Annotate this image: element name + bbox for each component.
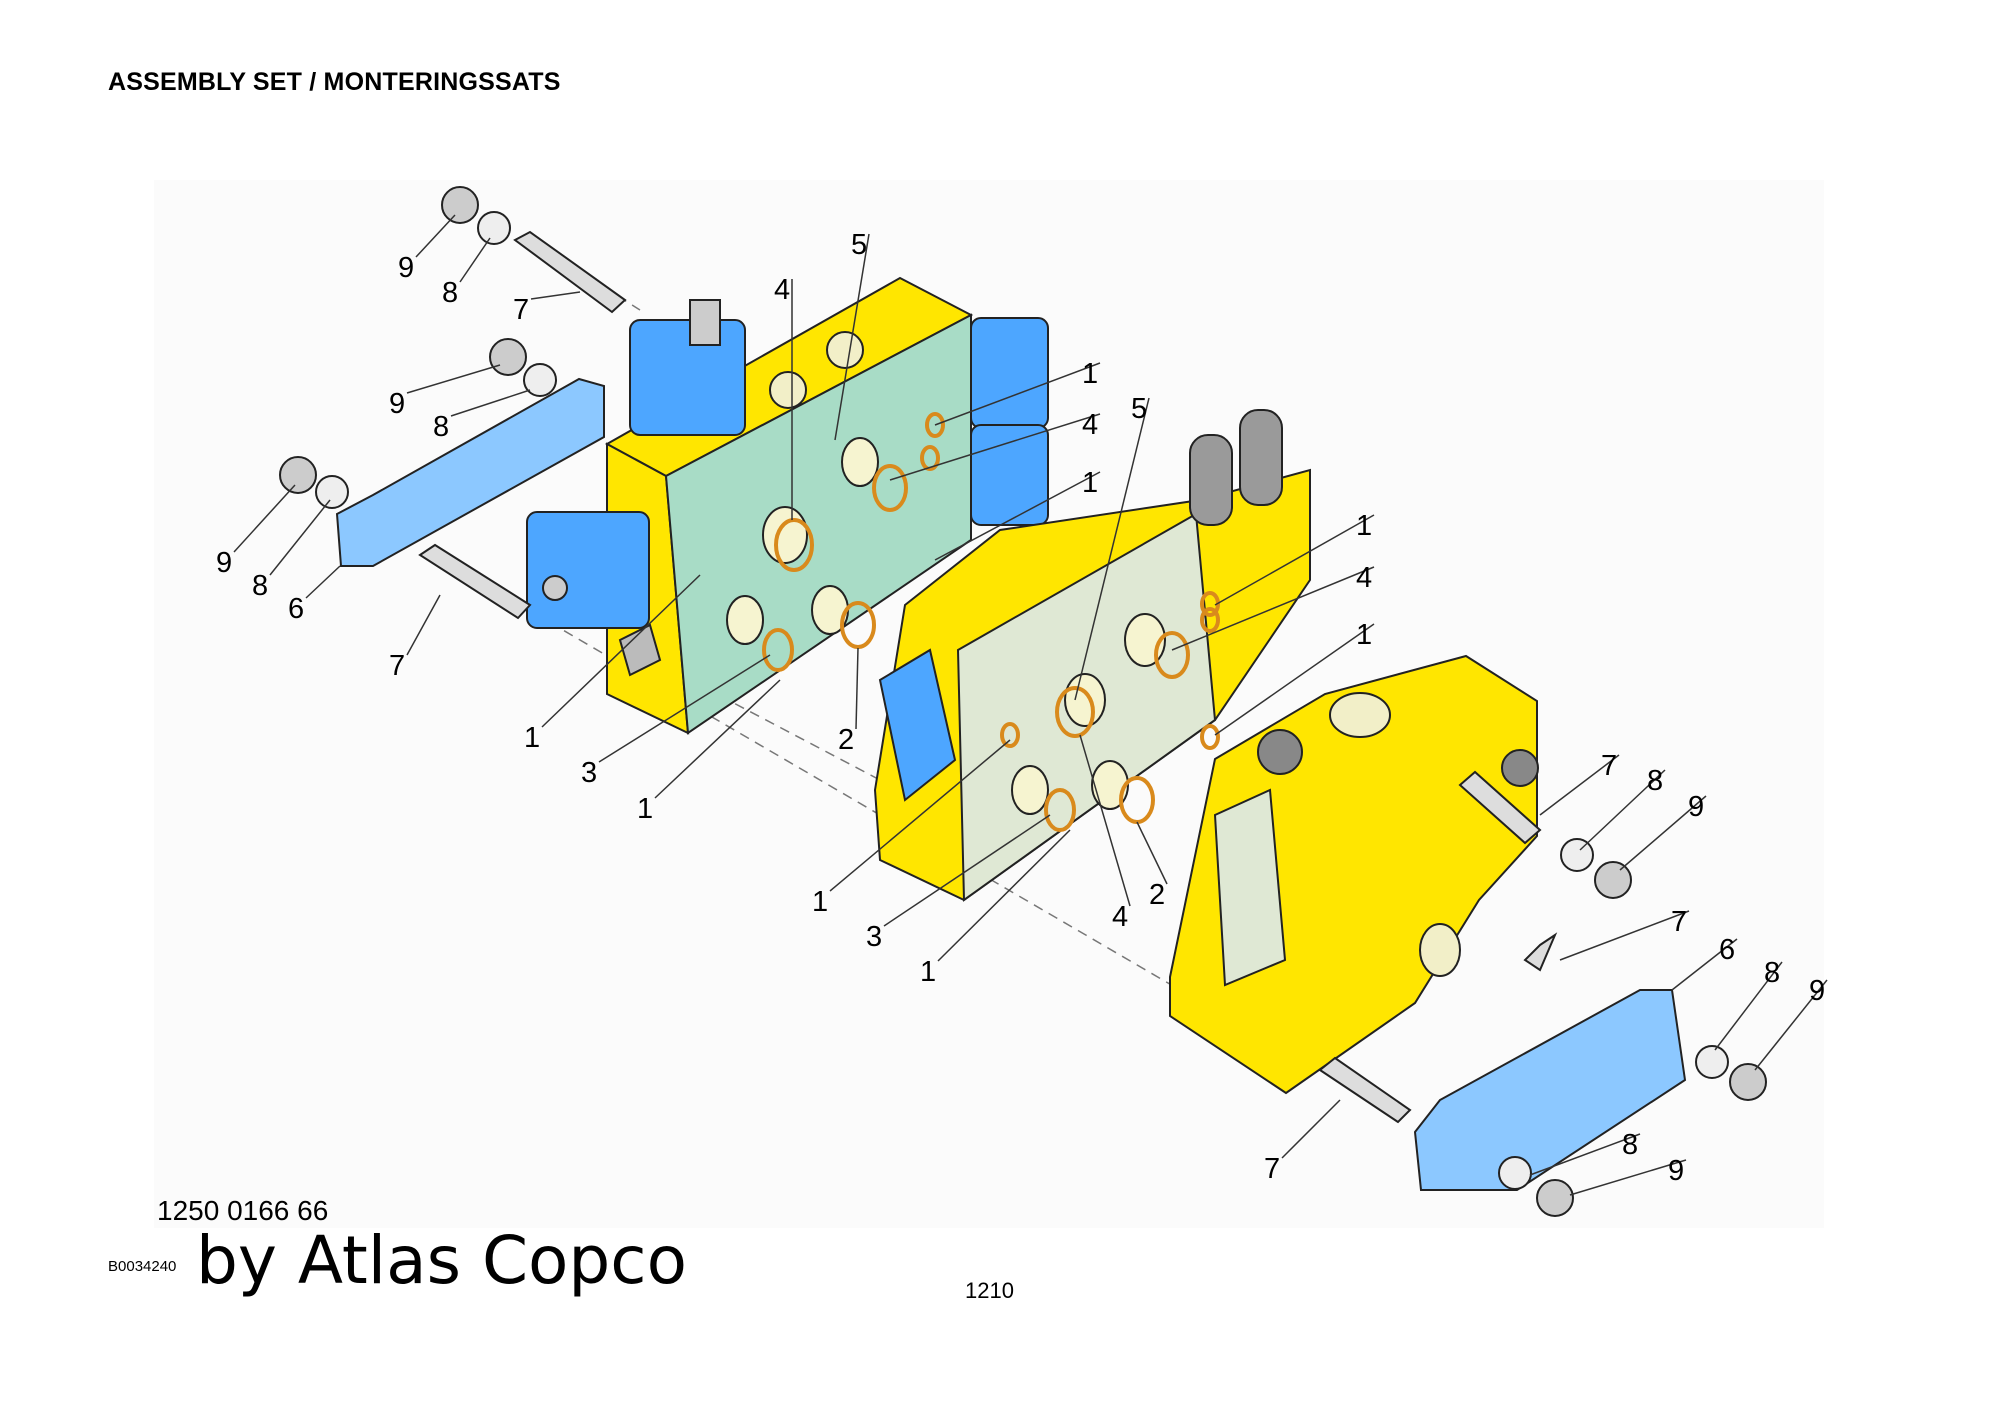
- callout-leader-line: [459, 237, 491, 283]
- callout-leader-line: [829, 739, 1011, 892]
- mounting-bracket: [335, 377, 1687, 1191]
- callout-leader-line: [1281, 1099, 1341, 1159]
- callout-leader-line: [937, 829, 1071, 962]
- callout-leader-line: [1754, 979, 1828, 1071]
- callout-leader-line: [1214, 514, 1375, 606]
- callout-leader-line: [450, 389, 531, 417]
- callout-leader-line: [855, 647, 859, 730]
- callout-leader-line: [233, 484, 296, 553]
- callout-label: 9: [389, 388, 405, 420]
- callout-label: 9: [216, 547, 232, 579]
- callout-leader-line: [1136, 821, 1168, 885]
- callout-leader-line: [1539, 754, 1620, 816]
- callout-leader-line: [1569, 1159, 1687, 1196]
- callout-label: 8: [1622, 1129, 1638, 1161]
- callout-label: 7: [513, 294, 529, 326]
- callout-label: 4: [1082, 409, 1098, 441]
- callout-label: 8: [252, 570, 268, 602]
- callout-leader-line: [406, 364, 501, 394]
- page-title: ASSEMBLY SET / MONTERINGSSATS: [108, 68, 561, 96]
- callout-leader-line: [1171, 566, 1375, 651]
- callout-label: 1: [812, 886, 828, 918]
- callout-leader-line: [654, 679, 781, 799]
- callout-leader-line: [1079, 734, 1131, 907]
- callout-leader-line: [598, 654, 771, 763]
- callout-label: 1: [920, 956, 936, 988]
- callout-label: 7: [1671, 906, 1687, 938]
- callout-label: 2: [838, 724, 854, 756]
- stud-bolt: [418, 230, 1558, 1124]
- callout-label: 8: [442, 277, 458, 309]
- callout-leader-line: [1671, 938, 1738, 991]
- valve-block-2: [873, 409, 1311, 902]
- callout-label: 7: [1264, 1153, 1280, 1185]
- callout-label: 3: [866, 921, 882, 953]
- callout-leader-line: [541, 574, 701, 728]
- callout-label: 1: [1356, 619, 1372, 651]
- page-number: 1210: [965, 1278, 1014, 1303]
- callout-leader-line: [934, 471, 1101, 561]
- callout-leader-line: [1579, 769, 1666, 851]
- callout-leader-line: [1214, 623, 1375, 736]
- callout-label: 9: [1809, 975, 1825, 1007]
- callout-label: 8: [1647, 765, 1663, 797]
- callout-label: 4: [774, 274, 790, 306]
- callout-label: 1: [1082, 467, 1098, 499]
- callout-label: 8: [1764, 957, 1780, 989]
- callout-label: 1: [524, 722, 540, 754]
- callout-label: 9: [1688, 791, 1704, 823]
- callout-label: 5: [851, 229, 867, 261]
- callout-leader-line: [305, 565, 341, 599]
- nut-washer-set: [279, 186, 1767, 1217]
- solenoid-coil: [526, 299, 1049, 629]
- valve-block-3: [1169, 654, 1539, 1095]
- part-number: 1250 0166 66: [157, 1195, 329, 1226]
- o-ring-set: [762, 412, 1220, 832]
- callout-label: 4: [1356, 562, 1372, 594]
- callout-label: 1: [1082, 358, 1098, 390]
- callout-leader-line: [1559, 910, 1690, 961]
- callout-label: 5: [1131, 393, 1147, 425]
- callout-label: 9: [1668, 1155, 1684, 1187]
- callout-label: 6: [288, 593, 304, 625]
- callout-leader-line: [934, 362, 1101, 426]
- callout-leader-line: [1714, 961, 1783, 1051]
- callout-leader-line: [415, 214, 456, 258]
- callout-label: 8: [433, 411, 449, 443]
- callout-label: 7: [1601, 750, 1617, 782]
- callout-leader-line: [1619, 795, 1707, 871]
- callout-leader-line: [834, 233, 870, 441]
- callout-label: 9: [398, 252, 414, 284]
- callout-label: 4: [1112, 901, 1128, 933]
- callout-label: 7: [389, 650, 405, 682]
- callout-label: 2: [1149, 879, 1165, 911]
- callout-leader-line: [1074, 397, 1150, 701]
- callout-label: 6: [1719, 934, 1735, 966]
- callout-leader-line: [883, 814, 1051, 927]
- callout-label: 1: [637, 793, 653, 825]
- callout-leader-line: [889, 413, 1101, 481]
- callout-leader-line: [530, 291, 581, 300]
- callout-label: 1: [1356, 510, 1372, 542]
- brand-text: by Atlas Copco: [196, 1222, 687, 1299]
- callout-leader-line: [269, 499, 331, 576]
- document-id: B0034240: [108, 1258, 177, 1275]
- callout-leader-line: [1529, 1133, 1641, 1176]
- callout-leader-line: [406, 594, 441, 656]
- callout-label: 3: [581, 757, 597, 789]
